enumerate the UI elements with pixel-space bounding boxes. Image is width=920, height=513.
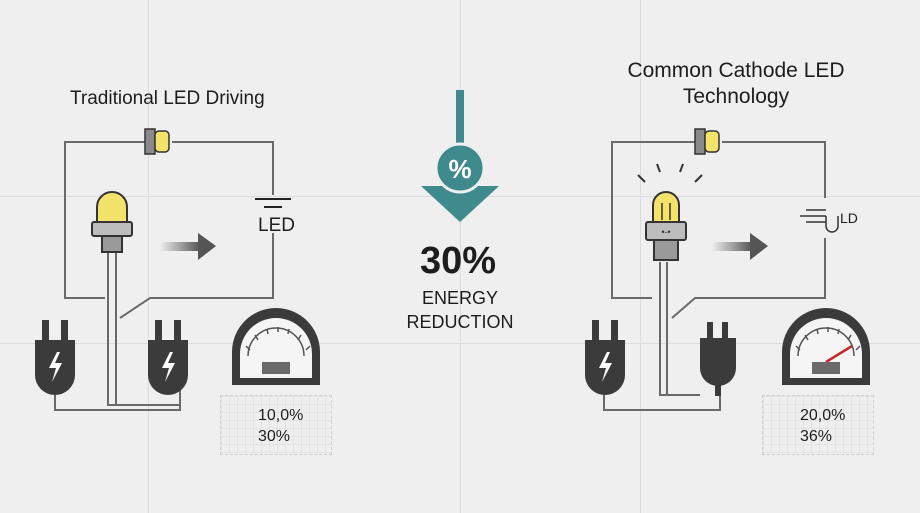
grid-line [460,0,461,513]
left-circuit [54,141,274,411]
meter-grid-left [220,395,332,455]
reduction-label: ENERGY REDUCTION [406,288,514,332]
plain-plug-icon [700,322,736,396]
power-plug-icon [148,320,188,395]
meter-readings-right: 20,0% 36% [800,405,845,447]
light-rays [637,163,703,183]
grid-line [640,0,641,513]
led-bulb-left [91,191,133,253]
meter-grid-right [762,395,874,455]
reduction-arrow [421,90,499,222]
small-led-right [694,128,720,155]
ld-label: LD [840,210,858,226]
arrow-icon [712,233,768,260]
right-circuit [603,141,826,411]
small-led-left [144,128,170,155]
gauge-icon [232,308,320,385]
gauge-icon [782,308,870,385]
grid-line [0,343,920,344]
led-bulb-right: •-• [645,191,687,261]
meter-reading: 10,0% [258,407,304,424]
reduction-value: 30% [420,240,497,282]
meter-reading: 30% [258,428,291,445]
laser-diode-symbol [800,209,839,233]
meter-reading: 20,0% [800,407,846,424]
power-plug-icon [35,320,75,395]
battery-symbol-left [255,198,291,208]
percent-icon: % [448,154,472,184]
arrow-icon [160,233,216,260]
led-label: LED [258,215,295,236]
right-panel-title: Common Cathode LED Technology [627,59,845,108]
grid-line [148,0,149,513]
svg-text:•-•: •-• [661,227,670,237]
meter-reading: 36% [800,428,833,445]
meter-readings-left: 10,0% 30% [258,405,303,447]
power-plug-icon [585,320,625,395]
left-panel-title: Traditional LED Driving [70,88,265,109]
